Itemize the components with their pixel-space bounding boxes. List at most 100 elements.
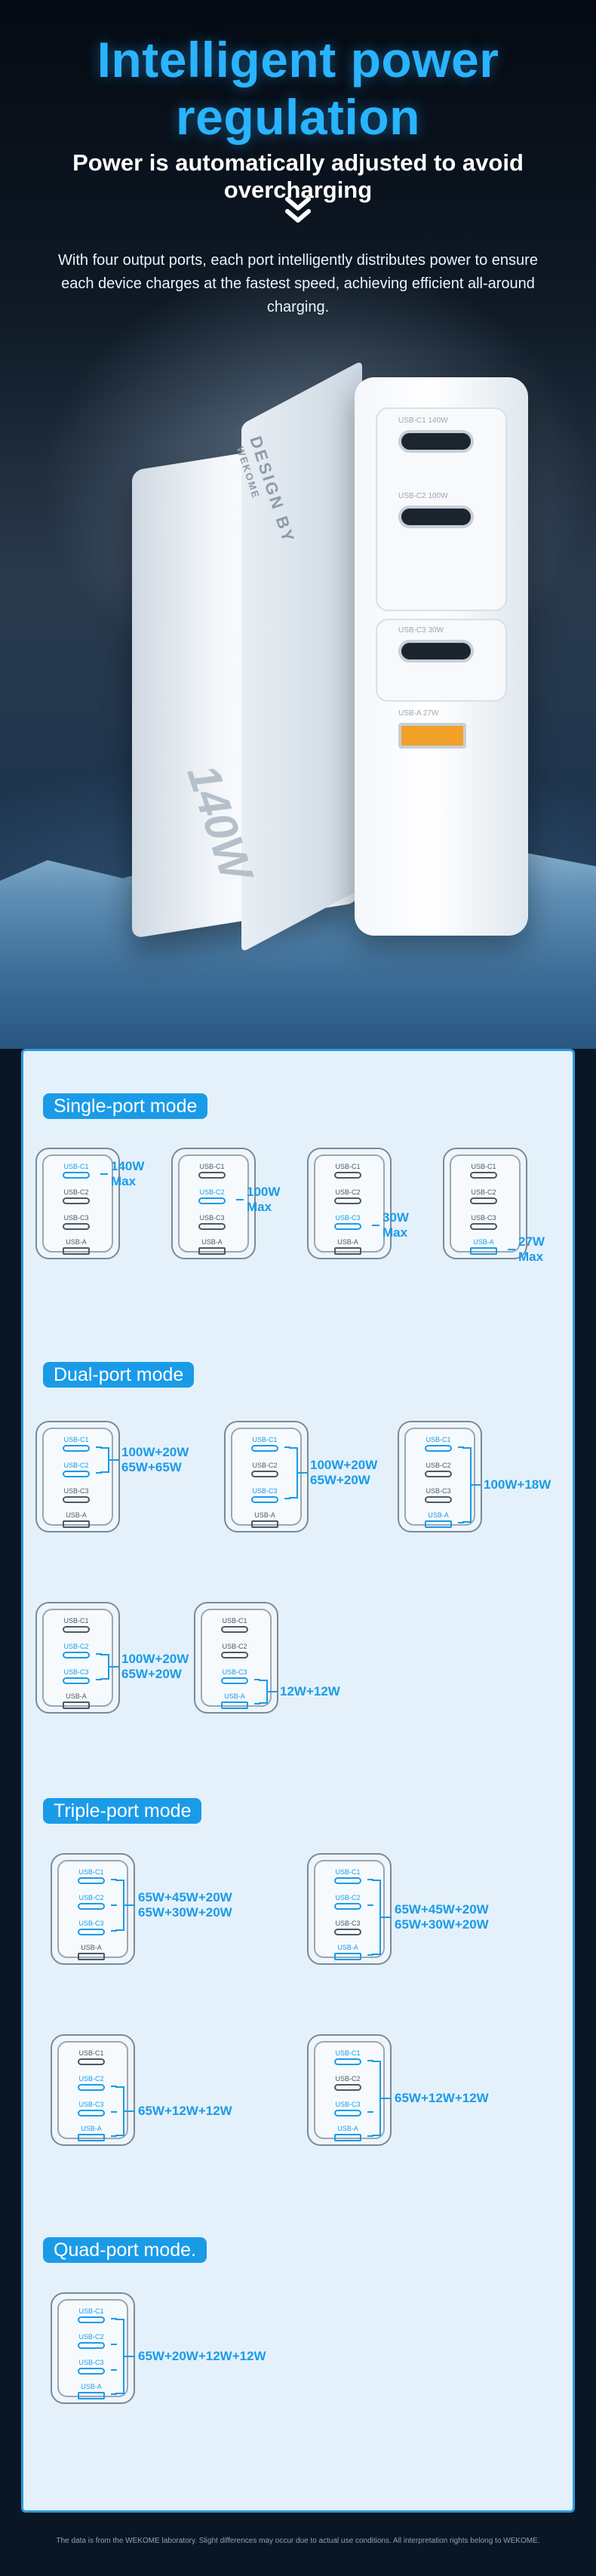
power-value-secondary: 65W+20W [121, 1667, 182, 1681]
usb-c2-port: USB-C2 [220, 1643, 250, 1658]
usb-a-port: USB-A [333, 1238, 363, 1255]
port-label: USB-C1 [471, 1163, 496, 1170]
bracket-tick [458, 1522, 464, 1523]
port-slot-icon [63, 1445, 90, 1452]
power-connector-line [109, 1666, 118, 1668]
port-label: USB-C3 [199, 1214, 225, 1222]
port-slot-icon [198, 1247, 226, 1255]
port-label: USB-C1 [252, 1436, 278, 1443]
port-slot-icon [334, 1929, 361, 1935]
charger-outline [178, 1154, 249, 1253]
power-value-primary: 65W+45W+20W [395, 1902, 489, 1917]
port-label: USB-A [337, 2125, 358, 2132]
power-value-primary: 65W+45W+20W [138, 1890, 232, 1904]
face-label-c2: USB-C2 100W [398, 492, 448, 500]
port-slot-icon [334, 2084, 361, 2091]
port-label: USB-C2 [78, 2075, 104, 2083]
power-connector-line [124, 2110, 135, 2112]
usb-a-port: USB-A [220, 1692, 250, 1709]
bracket-tick [284, 1446, 290, 1448]
usb-c3-port: USB-C3 [469, 1214, 499, 1230]
usb-c3-port: USB-C3 [250, 1487, 280, 1503]
usb-c3-port: USB-C3 [333, 2101, 363, 2116]
face-port-c1 [398, 430, 474, 453]
usb-c1-port: USB-C1 [220, 1617, 250, 1633]
usb-c2-port: USB-C2 [333, 1894, 363, 1910]
port-slot-icon [425, 1445, 452, 1452]
port-label: USB-C2 [222, 1643, 247, 1650]
port-label: USB-C1 [335, 1163, 361, 1170]
port-label: USB-C2 [63, 1643, 89, 1650]
power-value-primary: 100W+20W [121, 1445, 189, 1459]
face-label-c1: USB-C1 140W [398, 417, 448, 425]
power-bracket [100, 1447, 109, 1473]
port-slot-icon [63, 1496, 90, 1503]
port-label: USB-C2 [78, 1894, 104, 1901]
usb-c1-port: USB-C1 [61, 1617, 91, 1633]
port-label: USB-C1 [199, 1163, 225, 1170]
port-label: USB-C2 [199, 1188, 225, 1196]
port-slot-icon [78, 2058, 105, 2065]
port-label: USB-C2 [425, 1462, 451, 1469]
bracket-tick [367, 2111, 373, 2113]
port-label: USB-A [66, 1692, 87, 1700]
port-label: USB-C3 [63, 1487, 89, 1495]
port-slot-icon [221, 1677, 248, 1684]
power-connector-line [372, 1225, 379, 1226]
port-label: USB-C1 [63, 1436, 89, 1443]
dual-power-label-5: 12W+12W [280, 1684, 340, 1699]
usb-c3-port: USB-C3 [333, 1214, 363, 1230]
port-label: USB-A [473, 1238, 494, 1246]
bracket-tick [254, 1679, 260, 1680]
usb-c2-port: USB-C2 [61, 1188, 91, 1204]
port-label: USB-C1 [335, 2049, 361, 2057]
usb-c1-port: USB-C1 [423, 1436, 453, 1452]
port-slot-icon [78, 2110, 105, 2116]
port-label: USB-C1 [63, 1163, 89, 1170]
port-slot-icon [63, 1172, 90, 1179]
port-slot-icon [78, 2084, 105, 2091]
usb-a-port: USB-A [76, 2383, 106, 2399]
power-value-primary: 100W+20W [121, 1652, 189, 1666]
usb-c3-port: USB-C3 [61, 1487, 91, 1503]
quad-port-heading: Quad-port mode. [43, 2237, 207, 2263]
hero-subtitle: Power is automatically adjusted to avoid… [72, 149, 524, 203]
power-value-primary: 100W+18W [484, 1477, 551, 1492]
power-value-primary: 140W [111, 1159, 145, 1173]
usb-a-port: USB-A [61, 1511, 91, 1528]
bracket-tick [367, 1879, 373, 1880]
usb-c2-port: USB-C2 [333, 2075, 363, 2091]
port-label: USB-C3 [63, 1668, 89, 1676]
bracket-tick [458, 1446, 464, 1448]
bracket-tick [111, 1879, 117, 1880]
usb-c1-port: USB-C1 [469, 1163, 499, 1179]
port-label: USB-A [66, 1238, 87, 1246]
port-slot-icon [63, 1223, 90, 1230]
power-bracket [372, 1880, 381, 1955]
port-label: USB-C3 [78, 2359, 104, 2366]
power-value-secondary: 65W+30W+20W [138, 1905, 232, 1920]
power-connector-line [381, 1917, 392, 1918]
power-value-secondary: 65W+65W [121, 1460, 182, 1474]
port-slot-icon [251, 1520, 278, 1528]
usb-a-port: USB-A [333, 2125, 363, 2141]
port-slot-icon [198, 1223, 226, 1230]
port-slot-icon [221, 1626, 248, 1633]
power-connector-line [508, 1249, 515, 1250]
port-slot-icon [63, 1520, 90, 1528]
port-slot-icon [425, 1496, 452, 1503]
power-value-primary: 100W+20W [310, 1458, 378, 1472]
port-slot-icon [63, 1471, 90, 1477]
power-bracket [100, 1654, 109, 1680]
port-slot-icon [425, 1471, 452, 1477]
usb-c1-port: USB-C1 [61, 1163, 91, 1179]
port-label: USB-A [254, 1511, 275, 1519]
face-port-c2 [398, 506, 474, 528]
